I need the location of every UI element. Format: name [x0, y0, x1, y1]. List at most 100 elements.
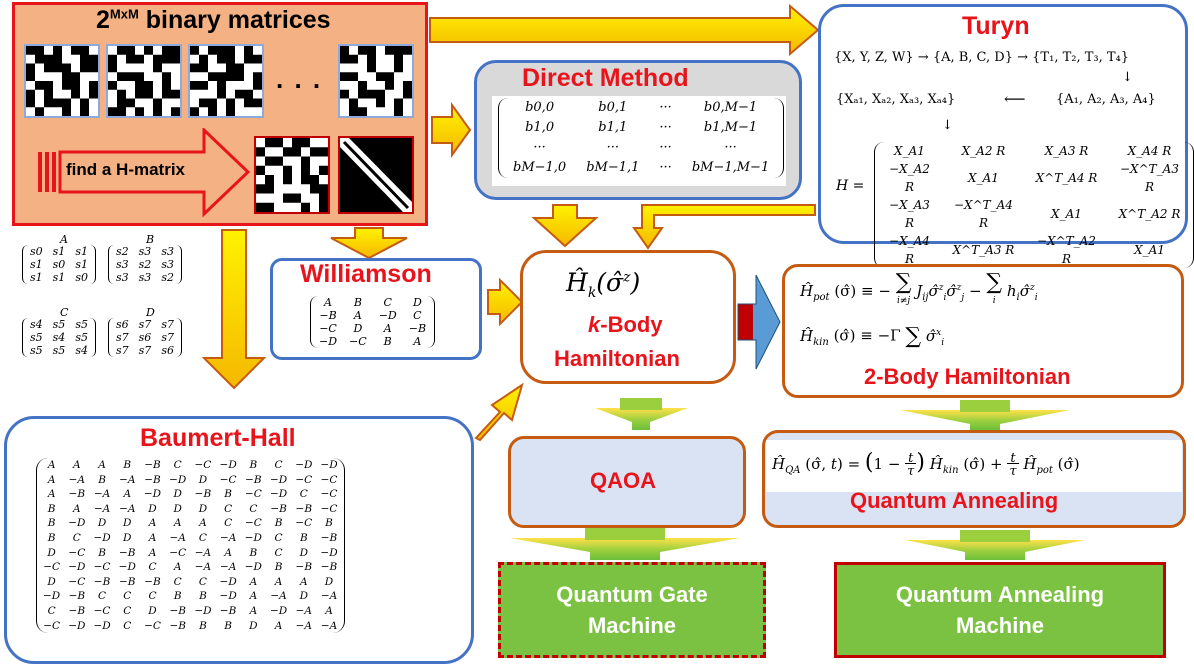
baumert-hall-cell: −D — [320, 459, 338, 471]
baumert-hall-cell: −C — [320, 473, 338, 486]
baumert-hall-cell: −A — [194, 546, 212, 559]
baumert-hall-title: Baumert-Hall — [140, 424, 296, 452]
turyn-h-cell: X^T_A4 R — [1035, 171, 1098, 185]
striped-arrow-icon — [38, 128, 251, 218]
baumert-hall-cell: C — [173, 575, 182, 588]
qa-formula-panel — [766, 440, 1182, 492]
baumert-hall-cell: −D — [43, 590, 61, 603]
baumert-hall-cell: −C — [219, 473, 237, 486]
baumert-hall-cell: A — [325, 604, 333, 617]
circulant-B-cell: s2 — [116, 245, 129, 258]
find-h-matrix-label: find a H-matrix — [66, 160, 186, 179]
turyn-h-cell: −X_A3 R — [889, 198, 930, 230]
baumert-hall-cell: A — [123, 488, 132, 501]
baumert-hall-cell: A — [47, 459, 56, 471]
arrow-hk-to-qaoa — [595, 408, 688, 430]
turyn-h-cell: X_A4 R — [1127, 144, 1172, 158]
arrow-turyn-to-hk — [632, 204, 816, 250]
turyn-h-cell: −X_A4 R — [889, 234, 930, 266]
baumert-hall-cell: −B — [68, 488, 86, 501]
williamson-cell: A — [413, 335, 422, 348]
baumert-hall-cell: −B — [144, 473, 161, 486]
baumert-hall-cell: B — [274, 561, 283, 574]
arrow-direct-to-hk — [531, 204, 599, 248]
baumert-hall-cell: D — [148, 604, 157, 617]
turyn-line2-right: {A₁, A₂, A₃, A₄} — [1056, 92, 1156, 107]
turyn-h-cell: X_A2 R — [961, 144, 1006, 158]
baumert-hall-cell: A — [47, 488, 56, 501]
baumert-hall-cell: C — [274, 459, 283, 471]
baumert-hall-cell: −A — [295, 619, 312, 632]
turyn-line1: {X, Y, Z, W} → {A, B, C, D} → {T₁, T₂, T… — [834, 50, 1130, 65]
baumert-hall-cell: −C — [93, 604, 111, 617]
williamson-cell: B — [353, 296, 362, 309]
circulant-B-label: B — [146, 233, 155, 246]
circulant-C-cell: s5 — [30, 344, 43, 357]
turyn-h-cell: −X^T_A4 R — [953, 198, 1013, 230]
circulant-A-cell: s1 — [52, 245, 66, 258]
baumert-hall-cell: −D — [93, 531, 111, 544]
arrow-hk-to-2body — [737, 274, 781, 370]
h-kin-equation: Ĥkin (σ̂) ≡ −Γ ∑ σ̂xi — [800, 324, 945, 349]
baumert-hall-cell: D — [198, 473, 208, 486]
baumert-hall-cell: C — [123, 590, 132, 603]
baumert-hall-cell: −C — [244, 517, 262, 530]
baumert-hall-cell: B — [249, 546, 258, 559]
circulant-C-cell: s5 — [75, 331, 88, 344]
baumert-hall-cell: A — [73, 502, 81, 515]
circulant-B-cell: s3 — [161, 245, 174, 258]
baumert-hall-cell: −B — [119, 575, 136, 588]
arrow-qa-to-machine — [905, 540, 1085, 560]
williamson-cell: −C — [349, 335, 367, 348]
arrow-williamson-to-hk — [487, 277, 524, 327]
baumert-hall-cell: −B — [270, 502, 287, 515]
baumert-hall-cell: C — [173, 459, 182, 471]
baumert-hall-cell: −B — [169, 604, 186, 617]
baumert-hall-cell: A — [300, 575, 308, 588]
circulant-A-cell: s0 — [52, 258, 66, 271]
baumert-hall-cell: C — [249, 502, 258, 515]
baumert-hall-cell: −B — [68, 590, 86, 603]
circulant-B-cell: s3 — [138, 245, 152, 258]
baumert-hall-cell: A — [274, 575, 283, 588]
annealing-machine-line1: Quantum Annealing — [895, 582, 1105, 607]
baumert-hall-cell: −D — [68, 619, 86, 632]
baumert-hall-cell: −C — [144, 619, 161, 632]
baumert-hall-cell: A — [148, 546, 157, 559]
turyn-line2-left: {Xₐ₁, Xₐ₂, Xₐ₃, Xₐ₄} — [836, 92, 956, 107]
baumert-hall-cell: D — [123, 531, 132, 544]
direct-method-cell: b1,1 — [598, 120, 628, 135]
baumert-hall-cell: A — [199, 517, 207, 530]
baumert-hall-cell: −A — [219, 561, 237, 574]
circulant-A-label: A — [60, 233, 68, 246]
baumert-hall-cell: −C — [43, 561, 61, 574]
arrow-to-baumert — [201, 229, 267, 390]
baumert-hall-cell: B — [224, 619, 232, 632]
baumert-hall-cell: B — [47, 531, 56, 544]
baumert-hall-cell: −D — [93, 619, 111, 632]
circulant-C-cell: s4 — [75, 344, 88, 357]
baumert-hall-cell: C — [224, 517, 233, 530]
baumert-hall-cell: −C — [295, 473, 313, 486]
baumert-hall-cell: C — [72, 531, 81, 544]
baumert-hall-cell: −D — [68, 517, 86, 530]
direct-method-cell: b1,M−1 — [703, 120, 758, 135]
binary-matrix-1 — [24, 44, 100, 118]
baumert-hall-box — [4, 416, 474, 664]
baumert-hall-cell: A — [148, 531, 157, 544]
baumert-hall-cell: −C — [194, 459, 212, 471]
baumert-hall-cell: D — [47, 546, 56, 559]
baumert-hall-cell: D — [123, 517, 132, 530]
circulant-A-cell: s1 — [52, 271, 66, 284]
baumert-hall-cell: A — [249, 575, 258, 588]
turyn-down-arrow-1: ↓ — [1122, 70, 1133, 85]
baumert-hall-cell: −A — [320, 590, 338, 603]
baumert-hall-cell: −B — [295, 502, 313, 515]
baumert-hall-cell: −A — [93, 502, 111, 515]
baumert-hall-cell: B — [47, 502, 56, 515]
